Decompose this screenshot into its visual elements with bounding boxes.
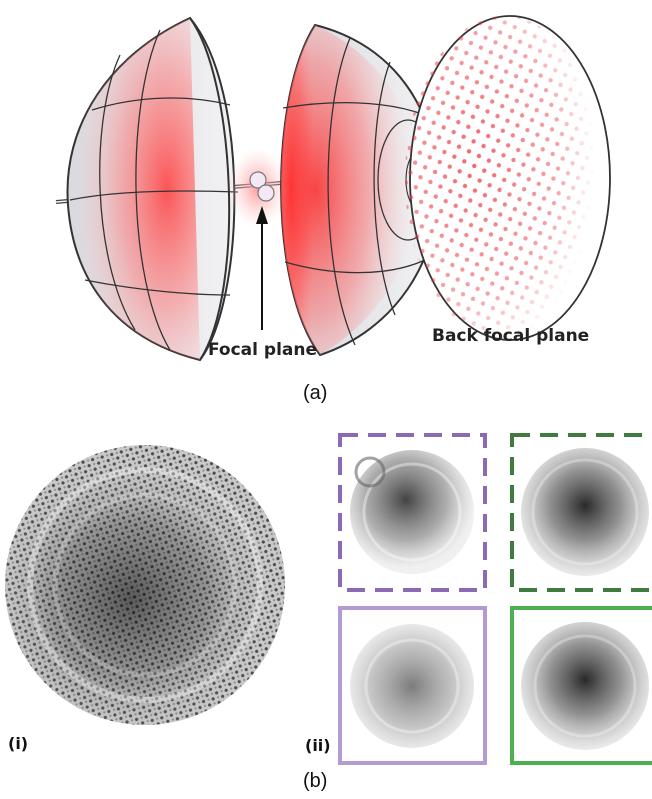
reconstruction-grid <box>300 430 652 770</box>
panel-b-i: (i) <box>0 420 330 760</box>
left-hemisphere <box>67 18 238 360</box>
focal-bead-bottom <box>258 185 274 201</box>
panel-a: Focal plane Back focal plane (a) <box>0 0 652 420</box>
caption-a: (a) <box>303 382 327 405</box>
hemisphere-diagram <box>0 0 652 380</box>
back-focal-plane-disc <box>400 10 620 350</box>
panel-b-ii: (ii) <box>300 430 652 770</box>
sub-label-ii: (ii) <box>305 736 331 755</box>
speckle-disc <box>0 420 330 760</box>
focal-plane-label: Focal plane <box>208 340 317 360</box>
sub-label-i: (i) <box>8 734 28 753</box>
caption-b: (b) <box>303 770 327 793</box>
back-focal-plane-label: Back focal plane <box>432 326 589 346</box>
